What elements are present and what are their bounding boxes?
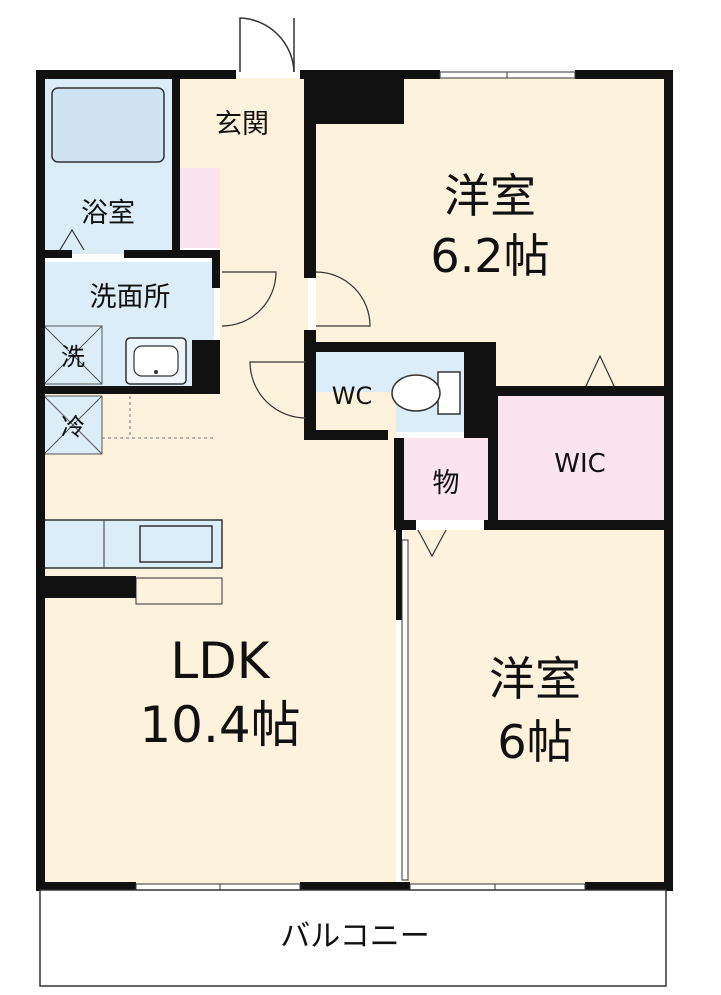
bathroom-label: 浴室 <box>81 198 135 229</box>
toilet-label: WC <box>332 382 373 410</box>
fridge-label: 冷 <box>61 413 85 441</box>
toilet-tank <box>437 371 461 415</box>
wic-label: WIC <box>554 449 606 479</box>
ldk-floor <box>44 392 396 884</box>
kitchen-sink <box>139 525 213 563</box>
ldk-size: 10.4帖 <box>139 696 300 754</box>
western-room-north-size: 6.2帖 <box>430 229 549 283</box>
ldk-name: LDK <box>170 632 270 690</box>
entrance-door <box>239 17 295 73</box>
balcony-label: バルコニー <box>280 919 429 954</box>
entrance-floor <box>178 78 306 168</box>
western-room-south-name: 洋室 <box>489 652 581 706</box>
western-room-north-name: 洋室 <box>444 169 536 223</box>
storage-label: 物 <box>433 468 460 499</box>
toilet-bowl <box>391 374 441 412</box>
balcony <box>39 889 667 987</box>
western-room-south-floor <box>404 530 668 884</box>
washer-label: 洗 <box>61 343 85 371</box>
entrance-shoe-closet <box>178 168 220 248</box>
kitchen-bar <box>135 577 223 605</box>
wic-floor <box>496 396 668 520</box>
entrance-label: 玄関 <box>215 109 269 140</box>
western-room-south-size: 6帖 <box>497 715 572 769</box>
western-room-north-floor <box>316 78 668 386</box>
washroom-label: 洗面所 <box>90 282 171 313</box>
bathtub <box>51 87 165 163</box>
storage-floor <box>404 438 488 520</box>
